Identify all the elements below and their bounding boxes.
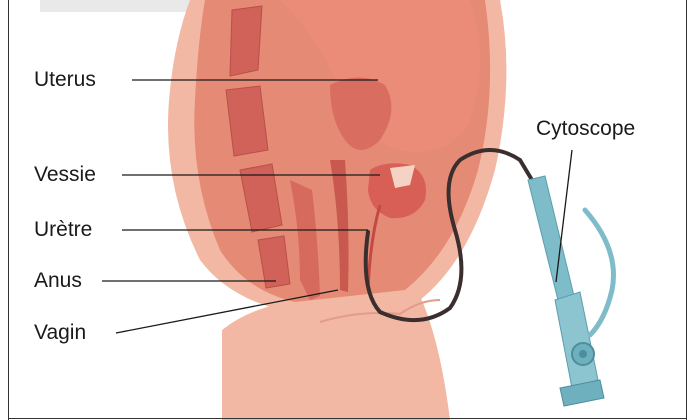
leg-skin bbox=[222, 296, 450, 420]
frame-border-left bbox=[8, 0, 9, 420]
spine-segment-1 bbox=[230, 6, 262, 76]
frame-border-right bbox=[686, 0, 687, 420]
spine-segment-2 bbox=[226, 86, 268, 156]
label-anus: Anus bbox=[34, 270, 82, 291]
scope-body bbox=[528, 176, 575, 308]
label-uterus: Uterus bbox=[34, 69, 96, 90]
label-vagin: Vagin bbox=[34, 322, 86, 343]
label-cytoscope: Cytoscope bbox=[536, 118, 635, 139]
scope-handle bbox=[555, 292, 598, 388]
scope-tube bbox=[585, 210, 613, 335]
frame-border-bottom bbox=[8, 418, 687, 419]
label-uretre: Urètre bbox=[34, 219, 92, 240]
scope-base bbox=[560, 380, 604, 406]
label-vessie: Vessie bbox=[34, 164, 96, 185]
